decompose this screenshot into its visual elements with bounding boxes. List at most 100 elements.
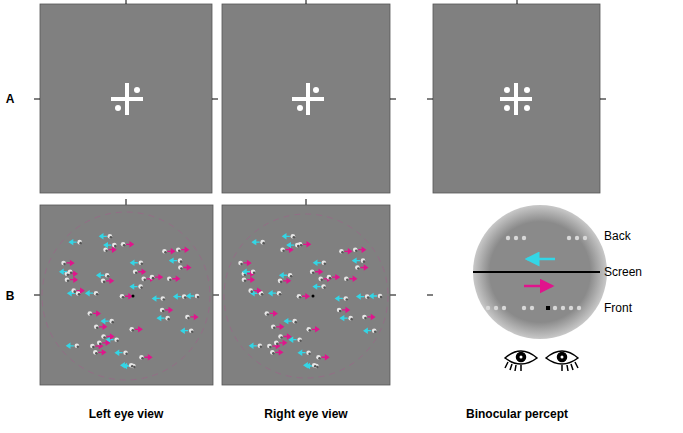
dot-element [353, 259, 360, 263]
dot-element [120, 294, 125, 299]
dot-element [360, 265, 367, 269]
dot-element [183, 265, 190, 269]
depth-label: Back [604, 229, 631, 243]
dot-element [243, 270, 250, 274]
dot-element [327, 275, 332, 280]
dot-element [133, 269, 138, 274]
dot-element [140, 286, 143, 289]
dot-element [167, 318, 170, 321]
dot-element [70, 271, 73, 274]
dot-element [276, 343, 279, 346]
dot-element [180, 267, 183, 270]
dot-element [242, 277, 247, 282]
dot-element [318, 277, 323, 282]
dot-element [314, 365, 317, 368]
dot-element [131, 365, 134, 368]
dot-element [121, 242, 126, 247]
dot-element [90, 344, 95, 349]
screen-line [473, 271, 600, 273]
panel-letter: A [6, 92, 15, 106]
dot-element [374, 330, 377, 333]
dot-element [378, 294, 383, 299]
dot-element [187, 294, 194, 298]
depth-label: Front [604, 301, 632, 315]
dot-field [60, 234, 382, 368]
dot-element [105, 249, 108, 252]
dot-element [273, 327, 276, 330]
dot-element [316, 355, 321, 360]
dot-element [109, 248, 116, 252]
dot-element [274, 341, 279, 346]
dot-element [153, 296, 160, 300]
dot-element [361, 258, 366, 263]
dot-element [70, 272, 77, 276]
dot-element [176, 247, 181, 252]
dot-element [160, 308, 165, 313]
dot-element [182, 294, 187, 299]
dot-element [158, 316, 165, 320]
dot-element [121, 363, 128, 367]
dot-element [114, 337, 119, 342]
dot-element [272, 352, 275, 355]
panel [40, 205, 213, 385]
fixation-dot [546, 306, 550, 310]
dot-element [312, 363, 317, 368]
dot-element [65, 277, 70, 282]
dot-element [174, 295, 181, 299]
dot-element [258, 344, 263, 349]
dot-element [320, 279, 323, 282]
dot-element [139, 355, 144, 360]
dot-element [285, 319, 292, 323]
dot-element [253, 240, 260, 244]
dot-element [195, 294, 200, 299]
dot-element [106, 279, 113, 283]
dot-element [99, 325, 106, 329]
dot-element [341, 316, 348, 320]
dot-element [240, 263, 243, 266]
motion-arrow [527, 258, 555, 261]
dot-element [349, 277, 356, 281]
dot-element [336, 296, 343, 300]
dot-element [103, 247, 108, 252]
dot-element [123, 244, 126, 247]
dot-element [337, 308, 342, 313]
dot-element [68, 269, 73, 274]
dot-element [150, 275, 155, 280]
dot-element [304, 363, 311, 367]
dot-element [67, 261, 74, 265]
dot-element [103, 281, 106, 284]
dot-element [271, 325, 276, 330]
dot-element [189, 328, 194, 333]
dot-element [101, 334, 106, 339]
dot-element [362, 315, 367, 320]
dot-element [302, 294, 309, 298]
dot-element [152, 277, 155, 280]
dot-element [308, 352, 311, 355]
dot-element [318, 357, 321, 360]
dot-element [283, 279, 290, 283]
dot-element [77, 346, 80, 349]
dot-element [370, 294, 377, 298]
dot-element [247, 278, 254, 282]
dot-element [299, 351, 306, 355]
dot-element [145, 355, 152, 359]
dot-element [162, 298, 165, 301]
dot-element [324, 262, 327, 265]
dot-element [75, 344, 80, 349]
dot-element [102, 341, 109, 345]
dot-element [342, 308, 349, 312]
dot-element [101, 279, 106, 284]
dot-element [265, 311, 270, 316]
dot-element [131, 261, 138, 265]
dot-element [109, 319, 114, 324]
dot-element [181, 329, 188, 333]
dot-element [295, 243, 300, 248]
dot-element [275, 350, 282, 354]
dot-element [110, 236, 113, 239]
dot-element [290, 275, 293, 278]
dot-element [292, 319, 297, 324]
dot-element [260, 240, 265, 245]
dot-element [93, 350, 98, 355]
panel-letter: B [6, 289, 15, 303]
